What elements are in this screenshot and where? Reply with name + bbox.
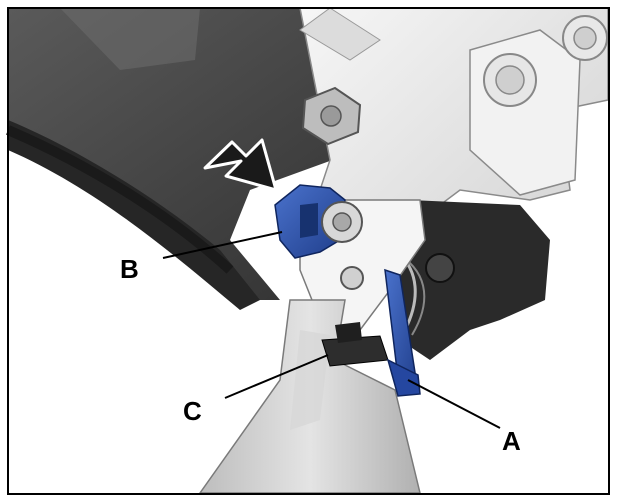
leader-lines: [162, 231, 501, 429]
leader-line-a: [407, 379, 501, 429]
callout-a: A: [502, 426, 521, 456]
housing-bolt: [301, 86, 362, 146]
leader-line-b: [162, 231, 283, 259]
blue-lever-a: [384, 268, 421, 397]
support-leg: [198, 299, 421, 494]
blue-bracket-b: [274, 184, 363, 259]
callout-c: C: [183, 396, 202, 426]
arrow-icon: [203, 138, 278, 192]
frame-border: [7, 7, 610, 495]
catch-block-c: [321, 322, 389, 367]
leader-line-c: [224, 354, 329, 399]
callout-b: B: [120, 254, 139, 284]
